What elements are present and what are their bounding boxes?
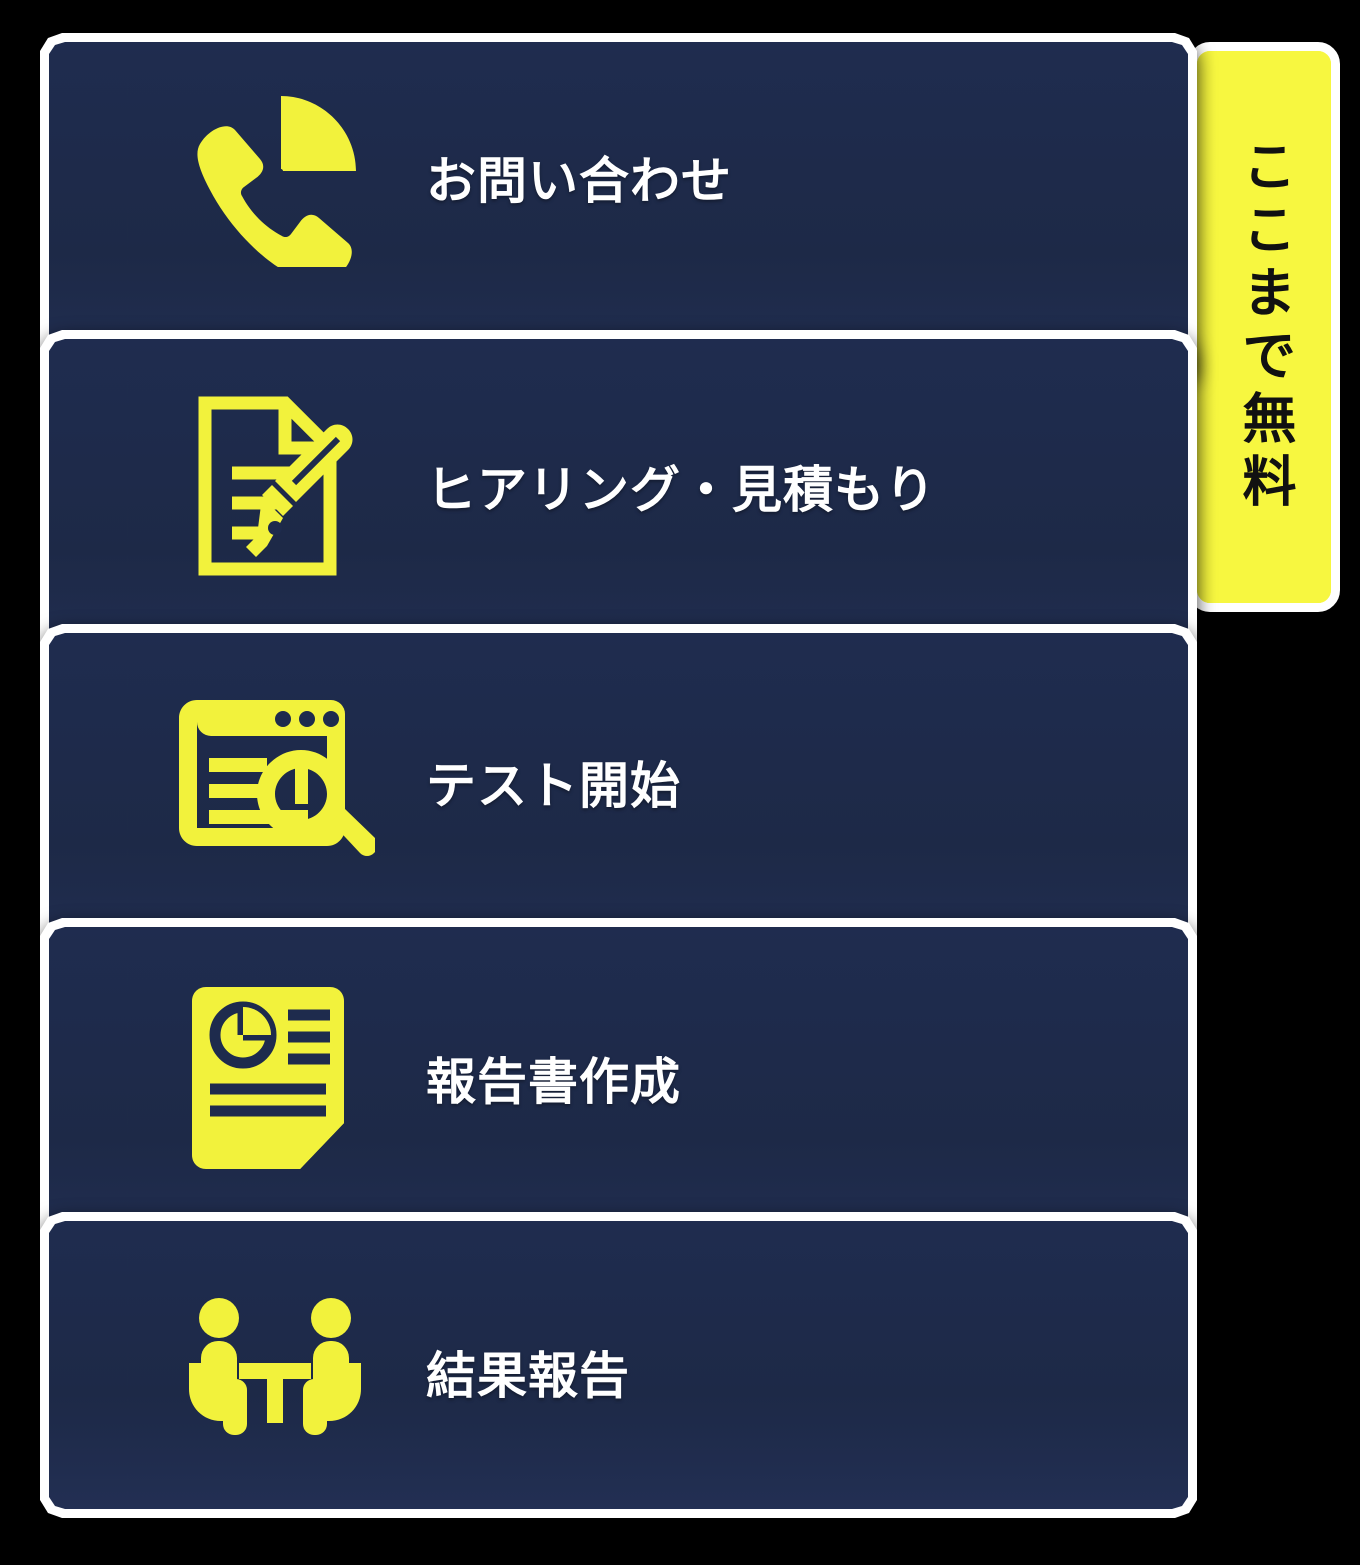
step-label: テスト開始: [426, 757, 681, 814]
report-chart-icon: [150, 986, 400, 1169]
step-label: ヒアリング・見積もり: [426, 461, 936, 518]
step-card-5[interactable]: 結果報告: [40, 1212, 1197, 1518]
side-tab-label: ここまで無料: [1234, 138, 1294, 516]
meeting-people-icon: [150, 1282, 400, 1462]
step-label: 報告書作成: [426, 1053, 681, 1110]
browser-search-icon: [150, 692, 400, 872]
document-pen-icon: [150, 396, 400, 576]
side-tab-background: [1197, 51, 1331, 603]
step-card-stack: お問い合わせ: [40, 33, 1197, 1518]
phone-call-icon: [150, 87, 400, 267]
step-label: 結果報告: [426, 1348, 630, 1404]
step-label: お問い合わせ: [426, 152, 732, 209]
free-until-here-tab: ここまで無料: [1188, 42, 1340, 612]
